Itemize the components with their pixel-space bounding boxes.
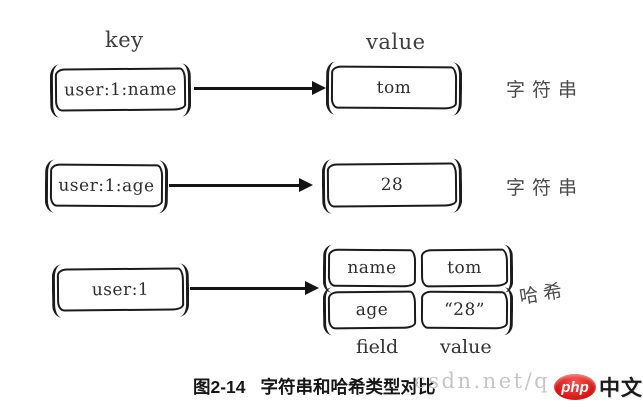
value-text: tom — [376, 77, 412, 98]
value-text: 28 — [380, 174, 404, 196]
type-label-string-1: 字符串 — [506, 79, 585, 101]
key-text: user:1 — [91, 279, 150, 300]
site-logo-text: 中文网 — [599, 377, 643, 400]
key-text: user:1:name — [63, 79, 178, 100]
key-box-user-1-age: user:1:age — [49, 163, 164, 208]
figure-title: 字符串和哈希类型对比 — [260, 377, 436, 397]
hash-cell-field-age: age — [327, 290, 417, 330]
php-logo-badge: php — [554, 374, 596, 400]
hash-footer-field-label: field — [356, 336, 399, 358]
hash-cell-field-name: name — [327, 248, 417, 288]
arrow-icon — [169, 184, 300, 187]
key-box-user-1: user:1 — [56, 267, 185, 312]
site-logo: php 中文网 — [551, 372, 643, 402]
cell-text: tom — [447, 257, 482, 279]
column-header-key: key — [105, 28, 144, 52]
cell-text: “28” — [443, 299, 486, 321]
cell-text: name — [347, 257, 397, 279]
hash-footer-value-label: value — [440, 336, 492, 358]
figure-number: 图2-14 — [193, 377, 246, 397]
arrow-icon — [190, 287, 306, 290]
figure-caption: 图2-14 字符串和哈希类型对比 — [193, 374, 436, 399]
arrow-icon — [194, 87, 313, 90]
value-box-28: 28 — [326, 162, 458, 208]
hash-cell-value-28: “28” — [420, 290, 509, 330]
type-label-string-2: 字符串 — [506, 177, 585, 199]
key-box-user-1-name: user:1:name — [54, 67, 187, 112]
watermark-text: csdn.net/qq_ — [414, 369, 580, 393]
column-header-value: value — [366, 30, 426, 54]
value-box-tom: tom — [330, 65, 458, 110]
hash-cell-value-tom: tom — [420, 248, 509, 288]
key-text: user:1:age — [58, 175, 155, 196]
cell-text: age — [355, 299, 389, 321]
type-label-hash: 哈希 — [517, 279, 569, 309]
